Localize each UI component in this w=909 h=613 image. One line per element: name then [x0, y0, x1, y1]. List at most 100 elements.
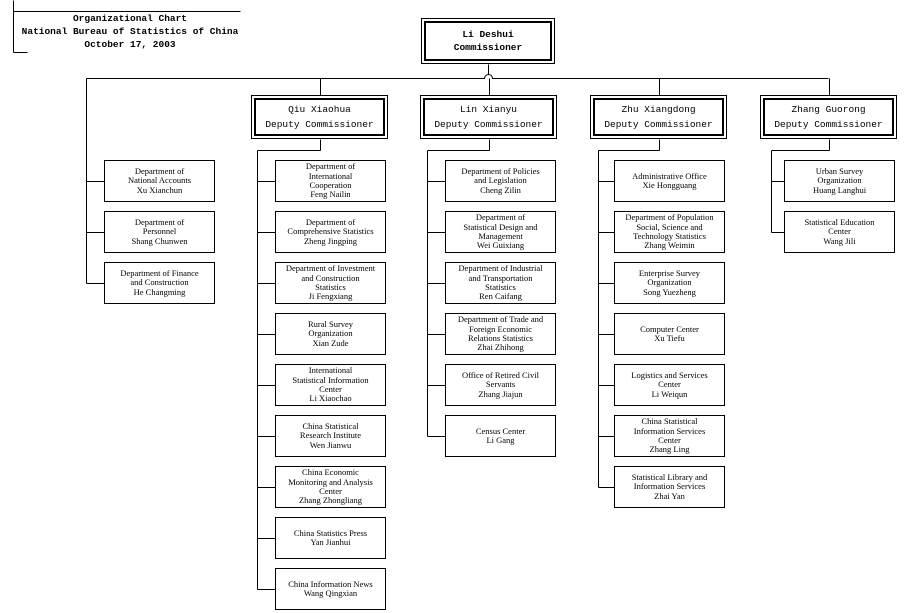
department-name-line: and Legislation — [474, 175, 527, 186]
deputy-name: Zhang Guorong — [791, 104, 866, 115]
department-head: Zhang Ling — [649, 444, 690, 455]
department-name-line: China Statistical — [302, 420, 359, 431]
department-head: Shang Chunwen — [131, 235, 188, 246]
deputy-name: Zhu Xiangdong — [621, 104, 696, 115]
department-name-line: National Accounts — [127, 175, 192, 186]
department-head: Xie Hongguang — [642, 180, 697, 190]
department-name-line: Center — [319, 384, 342, 394]
department-head: Li Weiqun — [651, 388, 688, 399]
department-name-line: Statistical Design and — [463, 221, 538, 232]
department-name-line: Organization — [817, 175, 862, 186]
department-name-line: Statistics — [315, 282, 346, 292]
department-name-line: Department of Policies — [461, 165, 540, 176]
department-name-line: Rural Survey — [307, 318, 354, 329]
department-head: Zheng Jingping — [303, 235, 358, 246]
main-horizontal-connector — [86, 74, 829, 79]
department-name-line: Cooperation — [309, 180, 352, 190]
deputy-title: Deputy Commissioner — [604, 119, 713, 130]
department-name-line: Organization — [647, 277, 692, 288]
deputy-title: Deputy Commissioner — [265, 119, 374, 130]
department-name-line: Management — [478, 231, 523, 241]
department-name-line: Information Services — [633, 425, 706, 436]
department-head: Xu Tiefu — [654, 333, 685, 343]
department-name-line: Department of Finance — [120, 267, 199, 278]
department-name-line: Urban Survey — [815, 165, 864, 176]
department-name-line: Administrative Office — [632, 170, 707, 181]
department-head: Zhang Weimin — [644, 240, 695, 251]
department-name-line: Department of Population — [625, 212, 714, 223]
deputy-name: Lin Xianyu — [459, 104, 517, 115]
department-name-line: China Statistical — [641, 416, 698, 427]
department-head: Ji Fengxiang — [308, 291, 353, 302]
department-head: Cheng Zilin — [480, 184, 521, 195]
department-name-line: Department of — [475, 212, 526, 223]
department-name-line: Census Center — [475, 425, 526, 436]
department-name-line: Department of — [134, 165, 185, 176]
chart-title: Organizational Chart — [72, 13, 188, 24]
department-head: Zhang Zhongliang — [298, 495, 363, 506]
department-head: Li Gang — [486, 435, 515, 445]
department-name-line: International — [308, 365, 353, 376]
department-name-line: Foreign Economic — [468, 323, 533, 334]
chart-header: Organizational Chart National Bureau of … — [14, 12, 246, 51]
department-name-line: Logistics and Services — [631, 369, 708, 380]
department-name-line: International — [308, 170, 353, 181]
department-name-line: Monitoring and Analysis — [288, 476, 373, 487]
department-name-line: Statistical Library and — [631, 471, 708, 482]
department-name-line: Center — [658, 435, 681, 445]
department-head: Ren Caifang — [479, 291, 522, 302]
department-name-line: Organization — [308, 328, 353, 339]
department-name-line: Statistical Education — [804, 216, 875, 227]
department-name-line: China Statistics Press — [293, 527, 368, 538]
department-head: Feng Nailin — [310, 189, 351, 200]
department-name-line: Information Services — [633, 481, 706, 492]
chart-date: October 17, 2003 — [84, 39, 176, 50]
department-name-line: Research Institute — [299, 430, 362, 441]
deputy-name: Qiu Xiaohua — [288, 104, 351, 115]
department-name-line: Office of Retired Civil — [461, 369, 540, 380]
department-name-line: Department of Investment — [285, 263, 376, 274]
department-head: Yan Jianhui — [310, 537, 351, 547]
department-name-line: Computer Center — [640, 323, 699, 334]
department-head: Zhai Zhihong — [477, 342, 524, 353]
department-name-line: Personnel — [142, 226, 177, 237]
department-name-line: Department of Trade and — [457, 314, 544, 325]
department-name-line: Department of — [134, 216, 185, 227]
department-name-line: and Construction — [130, 277, 189, 288]
department-head: Huang Langhui — [812, 184, 867, 195]
department-head: Wei Guixiang — [476, 240, 525, 251]
department-name-line: Statistical Information — [292, 374, 369, 385]
department-name-line: and Transportation — [468, 272, 533, 283]
organization-name: National Bureau of Statistics of China — [21, 26, 239, 37]
department-head: Wen Jianwu — [309, 439, 352, 450]
department-name-line: Center — [658, 379, 681, 390]
department-name-line: Department of — [305, 216, 356, 227]
